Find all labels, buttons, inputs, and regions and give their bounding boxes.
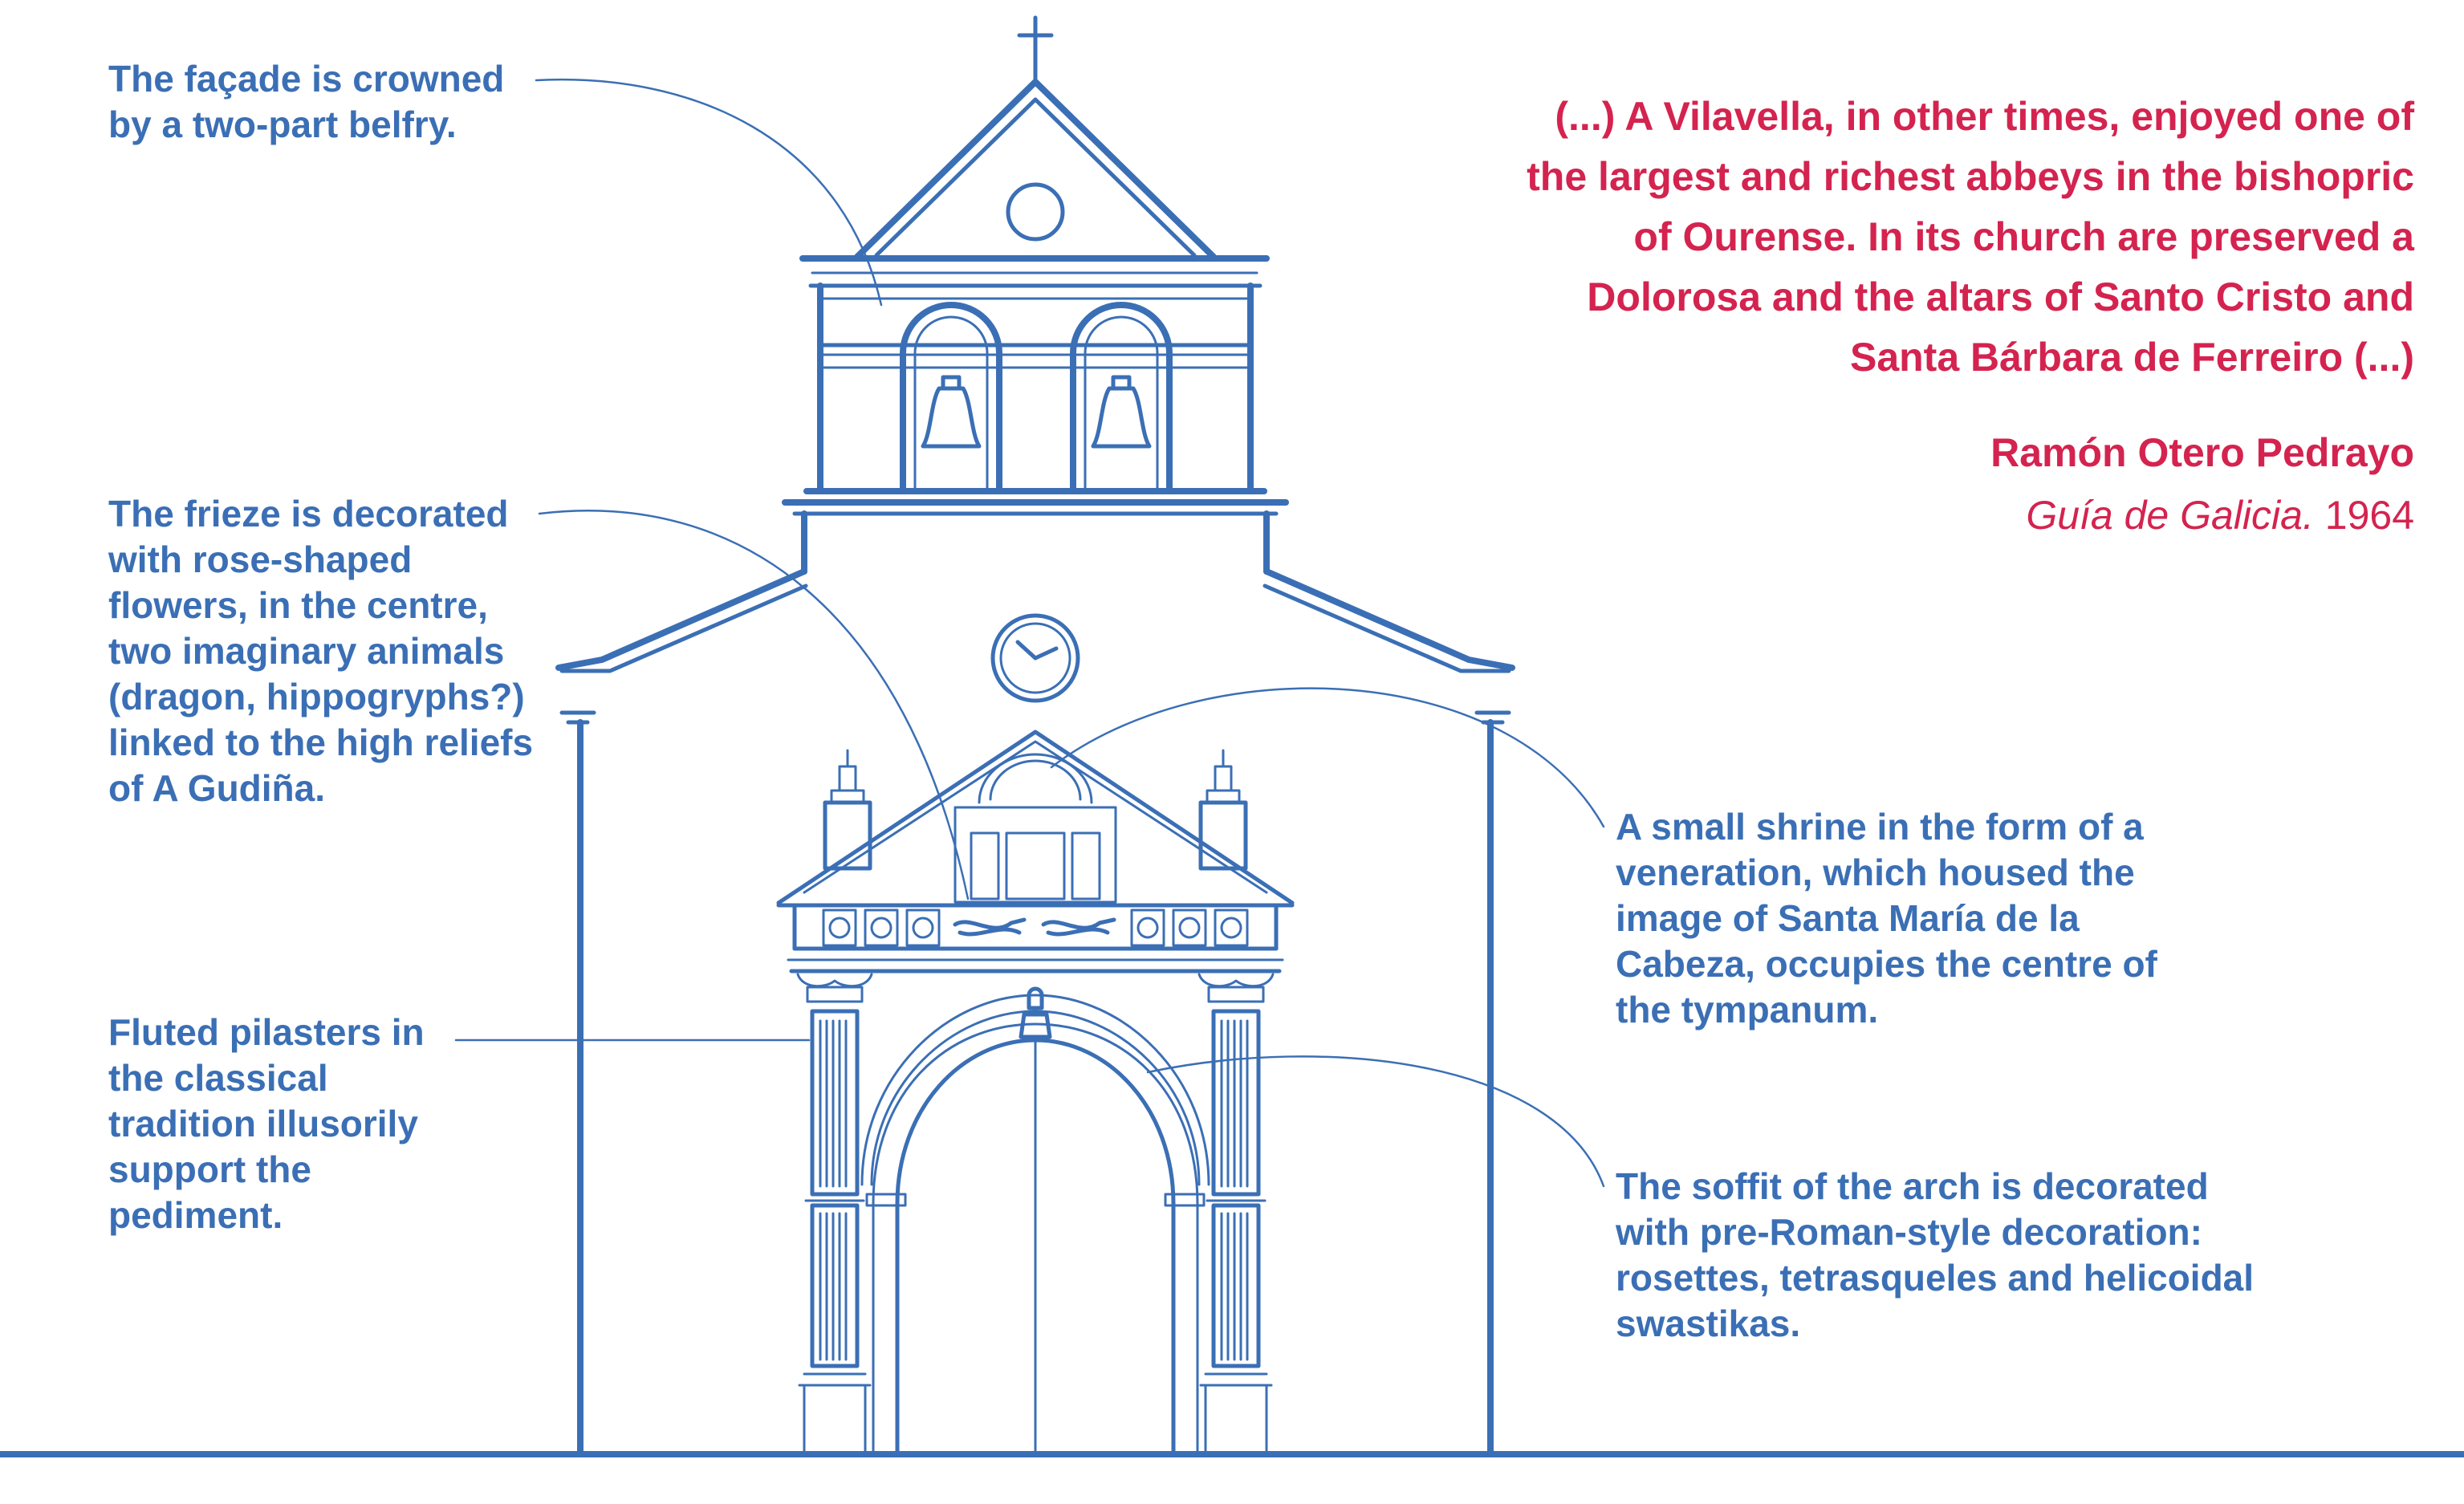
- clock-icon: [990, 613, 1080, 703]
- belfry-pediment: [799, 79, 1270, 288]
- quote-block: (...) A Vilavella, in other times, enjoy…: [1515, 87, 2414, 539]
- bell-icon: [921, 375, 982, 449]
- annotation-belfry: The façade is crowned by a two-part belf…: [108, 58, 505, 145]
- quote-source-year: 1964: [2324, 493, 2414, 538]
- quote-source-title: Guía de Galicia.: [2026, 493, 2314, 538]
- bell-icon: [1091, 375, 1152, 449]
- quote-author: Ramón Otero Pedrayo: [1990, 430, 2414, 475]
- cross-icon: [1017, 15, 1054, 83]
- keystone-icon: [1019, 986, 1052, 1039]
- tympanum-shrine: [953, 753, 1117, 904]
- belfry-leader: [535, 78, 883, 307]
- shrine-leader: [1050, 687, 1605, 828]
- portal-pediment: [776, 730, 1295, 908]
- right-fluted-pilaster: [1197, 973, 1275, 1454]
- quote-text: (...) A Vilavella, in other times, enjoy…: [1527, 94, 2414, 380]
- frieze-leader: [538, 510, 970, 900]
- rosette-icon: [822, 908, 1249, 947]
- dragon-icon: [1041, 917, 1116, 937]
- belfry: [782, 283, 1289, 516]
- annotation-leaders: [454, 78, 1605, 1188]
- annotation-pilasters: Fluted pilasters in the classical tradit…: [108, 1011, 425, 1236]
- dragon-icon: [953, 917, 1027, 937]
- soffit-leader: [1146, 1055, 1605, 1188]
- frieze: [787, 903, 1284, 974]
- left-fluted-pilaster: [796, 973, 873, 1454]
- annotation-shrine: A small shrine in the form of a venerati…: [1616, 806, 2157, 1030]
- annotation-frieze: The frieze is decorated with rose-shaped…: [108, 493, 534, 809]
- quote-source: Guía de Galicia. 1964: [1515, 492, 2414, 539]
- annotation-soffit: The soffit of the arch is decorated with…: [1616, 1165, 2255, 1344]
- portal-arch: [860, 986, 1210, 1455]
